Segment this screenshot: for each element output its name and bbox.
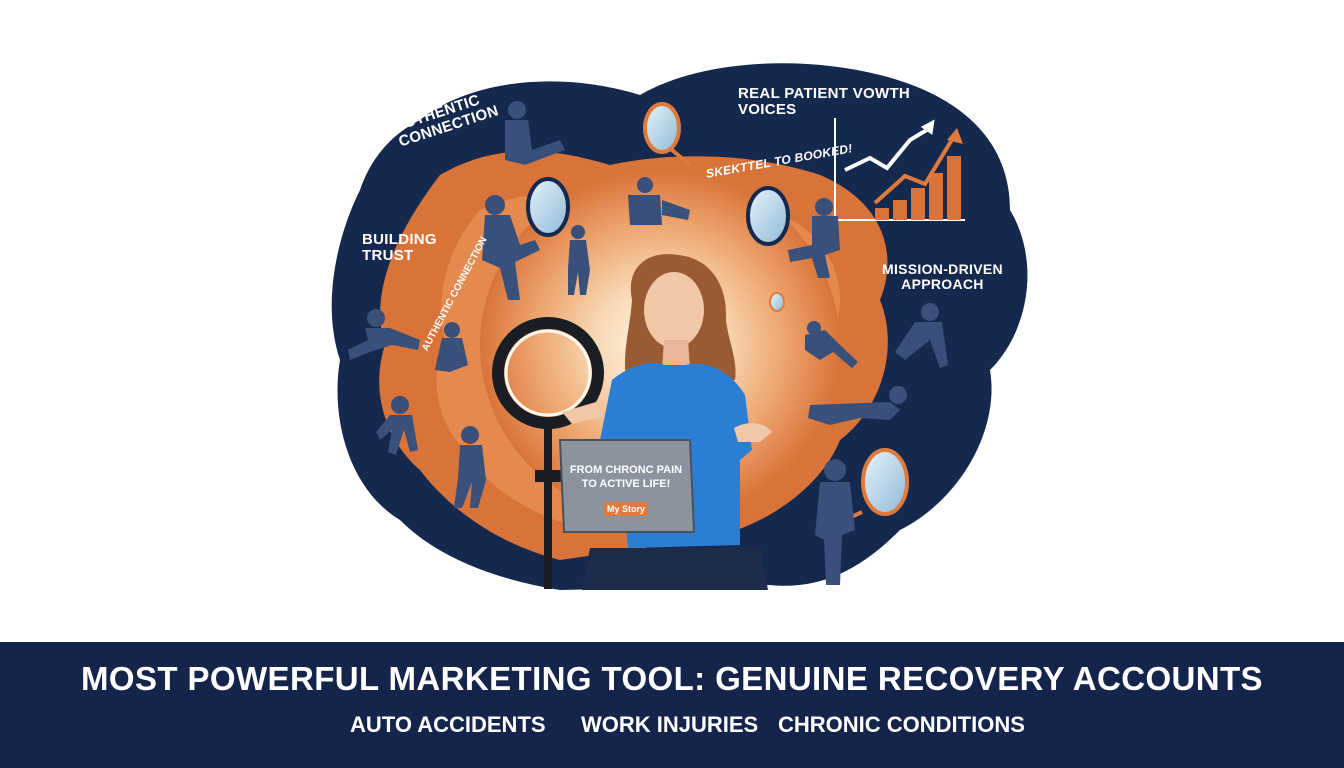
mirror-icon [746, 186, 790, 246]
silhouette [628, 177, 690, 225]
trend-line-white [844, 126, 932, 172]
neck [662, 340, 690, 368]
left-hand [562, 402, 604, 424]
label-line: TRUST [362, 246, 414, 264]
ring-light-stand [544, 424, 552, 589]
laptop-line-2: TO ACTIVE LIFE! [581, 477, 671, 490]
face [644, 272, 704, 348]
trend-line-orange [873, 136, 955, 205]
right-hand [734, 423, 772, 442]
my-story-badge: My Story [606, 504, 645, 514]
silhouette [805, 321, 858, 368]
silhouette [482, 195, 540, 300]
label-building-trust: BUILDING TRUST [362, 232, 437, 264]
label-line: REAL PATIENT VOWTH [738, 85, 911, 102]
footer-categories: AUTO ACCIDENTS WORK INJURIES CHRONIC CON… [0, 712, 1344, 742]
mirror-icon [526, 177, 570, 237]
mirror-icon [643, 102, 692, 167]
laptop-screen-text: FROM CHRONC PAIN TO ACTIVE LIFE! [566, 464, 686, 492]
silhouette [815, 459, 855, 585]
laptop [558, 439, 696, 533]
label-line: BUILDING [362, 231, 437, 248]
silhouette [348, 309, 420, 360]
chart-bar [947, 156, 961, 220]
silhouette [895, 303, 948, 368]
chart-bar [929, 173, 943, 220]
label-line: APPROACH [901, 275, 984, 292]
silhouette [435, 322, 468, 372]
ring-light [492, 317, 604, 589]
label-mission-driven: MISSION-DRIVEN APPROACH [882, 262, 1003, 291]
category-work-injuries: WORK INJURIES [581, 712, 759, 737]
category-auto-accidents: AUTO ACCIDENTS [350, 712, 546, 737]
growth-chart [834, 118, 965, 221]
label-real-patient-voices: REAL PATIENT VOWTH VOICES [738, 86, 910, 118]
silhouette [808, 386, 907, 425]
silhouette-figures [348, 101, 948, 585]
jeans [582, 548, 768, 590]
silhouette [568, 225, 590, 295]
chart-bar [875, 208, 889, 220]
silhouette [505, 101, 565, 165]
footer-banner: MOST POWERFUL MARKETING TOOL: GENUINE RE… [0, 642, 1344, 768]
recovery-story-illustration [331, 63, 1028, 591]
footer-title: MOST POWERFUL MARKETING TOOL: GENUINE RE… [81, 660, 1263, 697]
label-line: MISSION-DRIVEN [882, 261, 1003, 277]
silhouette [376, 396, 418, 455]
category-chronic-conditions: CHRONIC CONDITIONS [778, 712, 1025, 737]
label-line: VOICES [738, 100, 797, 118]
silhouette [788, 198, 840, 278]
mirror-icon [769, 292, 785, 312]
chart-bar [911, 188, 925, 220]
silhouette [454, 426, 486, 508]
chart-bar [893, 200, 907, 220]
laptop-line-1: FROM CHRONC PAIN [569, 464, 683, 476]
